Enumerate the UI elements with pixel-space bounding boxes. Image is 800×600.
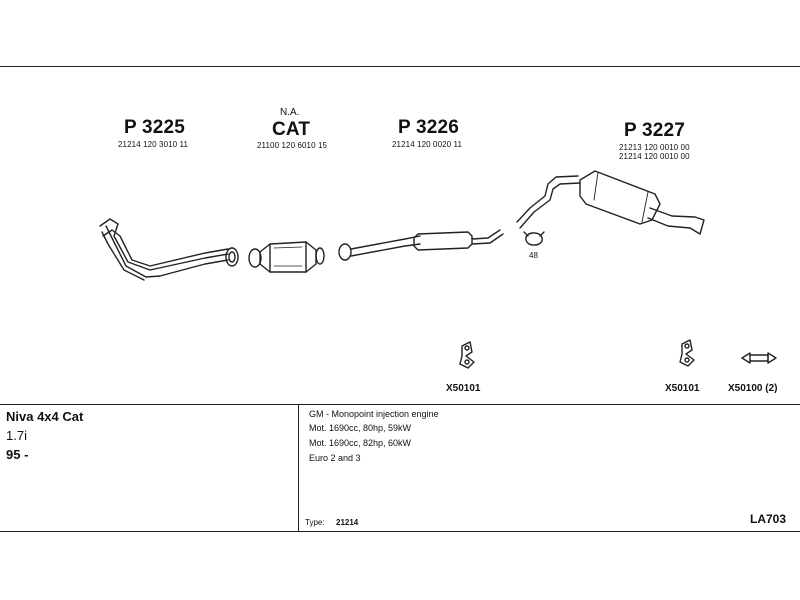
table-column-divider	[298, 404, 299, 532]
hanger-right-label: X50101	[665, 383, 700, 394]
bush-label: X50100 (2)	[728, 383, 778, 394]
reference-code: LA703	[750, 512, 787, 526]
table-top-divider	[0, 404, 800, 405]
vehicle-engine: 1.7i	[6, 428, 27, 443]
spec-line: Mot. 1690cc, 82hp, 60kW	[309, 438, 412, 448]
bush-drawing	[741, 352, 777, 364]
front-downpipe-drawing	[99, 218, 239, 281]
hanger-right-drawing	[679, 339, 695, 367]
part-p3225-label: P 3225	[124, 117, 186, 138]
diagram-frame	[0, 66, 800, 532]
part-p3227-label: P 3227	[624, 120, 686, 141]
clamp-48-drawing	[523, 231, 545, 246]
part-cat-label: CAT	[272, 119, 311, 140]
rear-silencer-drawing	[516, 170, 705, 235]
clamp-label: 48	[529, 251, 539, 260]
part-p3226-code: 21214 120 0020 11	[392, 140, 463, 149]
part-p3227-code-1: 21213 120 0010 00	[619, 143, 690, 152]
hanger-left-drawing	[459, 341, 475, 369]
part-p3227-code-2: 21214 120 0010 00	[619, 152, 690, 161]
part-cat-code: 21100 120 6010 15	[257, 141, 328, 150]
middle-pipe-drawing	[338, 229, 504, 261]
type-label: Type:	[305, 518, 325, 527]
vehicle-year: 95 -	[6, 447, 29, 462]
vehicle-model: Niva 4x4 Cat	[6, 409, 84, 424]
part-p3226-label: P 3226	[398, 117, 460, 138]
spec-line: Mot. 1690cc, 80hp, 59kW	[309, 423, 412, 433]
cat-note: N.A.	[280, 107, 300, 118]
spec-line: Euro 2 and 3	[309, 453, 361, 463]
hanger-left-label: X50101	[446, 383, 481, 394]
type-value: 21214	[336, 518, 359, 527]
catalytic-converter-drawing	[248, 241, 325, 273]
spec-line: GM - Monopoint injection engine	[309, 409, 439, 419]
part-p3225-code: 21214 120 3010 11	[118, 140, 189, 149]
